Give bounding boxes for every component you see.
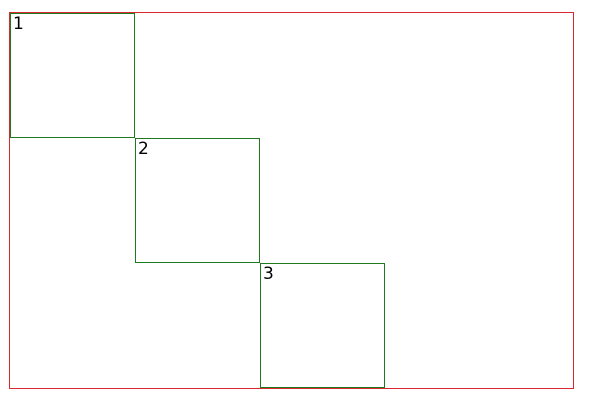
- box-2-label: 2: [138, 139, 149, 159]
- box-3: 3: [260, 263, 385, 388]
- box-3-label: 3: [263, 264, 274, 284]
- box-2: 2: [135, 138, 260, 263]
- box-1: 1: [10, 13, 135, 138]
- outer-container: 1 2 3: [9, 12, 574, 389]
- box-1-label: 1: [13, 14, 24, 34]
